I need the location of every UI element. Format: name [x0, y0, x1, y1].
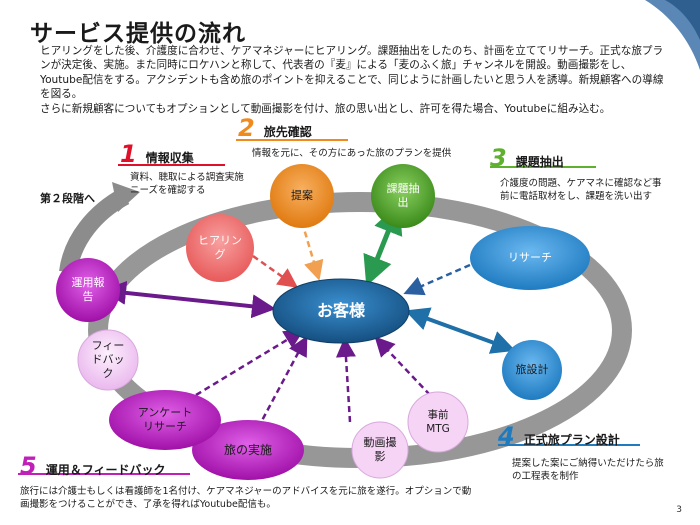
issue-label: 課題抽出 — [386, 182, 420, 209]
issue-node: 課題抽出 — [385, 178, 421, 214]
step-3: 3 課題抽出 — [490, 146, 564, 170]
step-1-number: 1 — [120, 140, 137, 168]
report-node: 運用報告 — [70, 272, 106, 308]
step-2-title: 旅先確認 — [263, 125, 312, 139]
hearing-label: ヒアリング — [198, 234, 242, 261]
step-3-description: 介護度の問題、ケアマネに確認など事前に電話取材をし、課題を洗い出す — [500, 178, 662, 202]
trip-execution-node: 旅の実施 — [196, 436, 300, 464]
feedback-node: フィードバック — [88, 339, 128, 380]
step-5-description: 旅行には介護士もしくは看護師を1名付け、ケアマネジャーのアドバイスを元に旅を遂行… — [20, 486, 472, 510]
step-3-title: 課題抽出 — [515, 155, 564, 169]
step-2: 2 旅先確認 — [238, 116, 312, 140]
page-number: 3 — [676, 505, 682, 515]
step-1: 1 情報収集 — [120, 142, 194, 166]
step-5-number: 5 — [20, 452, 37, 480]
intro-paragraph-1: ヒアリングをした後、介護度に合わせ、ケアマネジャーにヒアリング。課題抽出をしたの… — [40, 45, 664, 101]
step-4-title: 正式旅プラン設計 — [523, 433, 620, 447]
step-4-description: 提案した案にご納得いただけたら旅の工程表を制作 — [512, 458, 664, 482]
step-2-description: 情報を元に、その方にあった旅のプランを提供 — [252, 148, 452, 159]
step-5: 5 運用＆フィードバック — [20, 454, 166, 478]
corner-decoration — [645, 0, 700, 70]
trip-design-label: 旅設計 — [515, 363, 549, 376]
step-4-number: 4 — [498, 422, 515, 450]
proposal-node: 提案 — [270, 164, 334, 228]
research-node: リサーチ — [470, 240, 590, 276]
step-3-number: 3 — [490, 144, 507, 172]
center-label: お客様 — [316, 301, 365, 320]
survey-node: アンケートリサーチ — [137, 398, 193, 442]
research-label: リサーチ — [508, 251, 552, 264]
center-customer-node: お客様 — [273, 279, 409, 343]
step-1-title: 情報収集 — [145, 151, 194, 165]
step-1-description: 資料、聴取による調査実施ニーズを確認する — [130, 172, 244, 196]
pre-mtg-label: 事前MTG — [426, 409, 450, 435]
intro-text: ヒアリングをした後、介護度に合わせ、ケアマネジャーにヒアリング。課題抽出をしたの… — [40, 44, 672, 116]
step-2-number: 2 — [238, 114, 255, 142]
next-stage-label: 第２段階へ — [40, 192, 95, 205]
proposal-label: 提案 — [291, 189, 313, 202]
trip-execution-label: 旅の実施 — [223, 443, 272, 457]
trip-design-node: 旅設計 — [515, 352, 549, 388]
video-node: 動画撮影 — [362, 432, 398, 468]
video-label: 動画撮影 — [363, 436, 397, 463]
intro-paragraph-2: さらに新規顧客についてもオプションとして動画撮影を付け、旅の思い出とし、許可を得… — [40, 102, 611, 115]
report-label: 運用報告 — [71, 276, 105, 303]
feedback-label: フィードバック — [91, 339, 125, 380]
step-4: 4 正式旅プラン設計 — [498, 424, 620, 448]
step-5-title: 運用＆フィードバック — [45, 463, 166, 477]
survey-label: アンケートリサーチ — [137, 406, 193, 433]
pre-mtg-node: 事前MTG — [418, 403, 458, 441]
page-title: サービス提供の流れ — [30, 21, 246, 47]
hearing-node: ヒアリング — [198, 226, 242, 270]
